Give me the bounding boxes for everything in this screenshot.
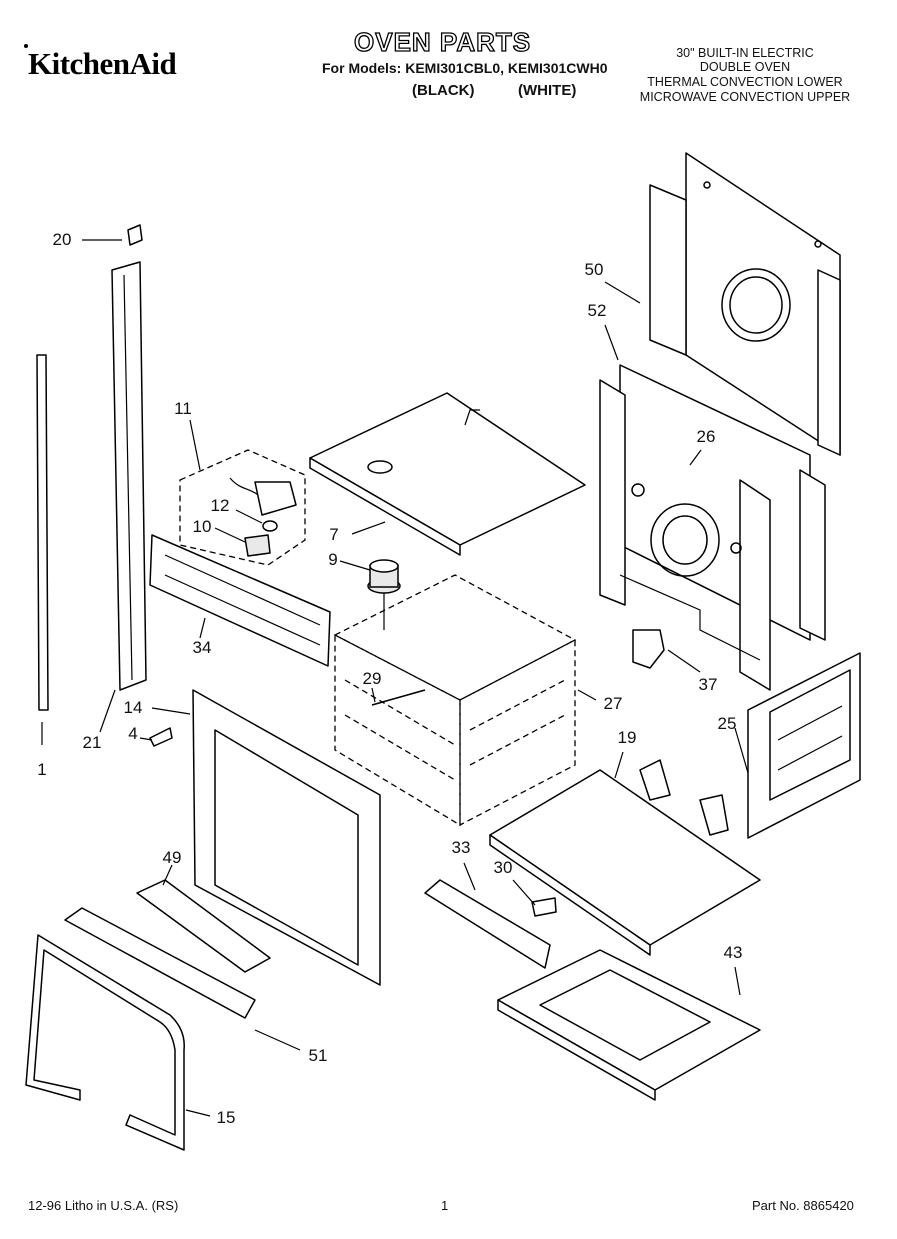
callout-26: 26 — [696, 427, 716, 446]
part-52-26-convection-panel — [599, 364, 826, 691]
part-4-screw — [149, 727, 173, 747]
page-title: OVEN PARTS — [353, 26, 532, 57]
callout-9: 9 — [328, 550, 338, 569]
black-label: (BLACK) — [412, 82, 475, 99]
brand-logo: KitchenAid — [28, 46, 177, 81]
callout-37: 37 — [698, 675, 718, 694]
part-37-bracket — [632, 629, 665, 669]
part-19-bottom-panel — [489, 759, 761, 956]
part-33-bracket — [424, 879, 551, 969]
callout-14: 14 — [123, 698, 143, 717]
callout-33: 33 — [451, 838, 471, 857]
part-9-fan-motor — [367, 559, 401, 630]
part-30-clip — [531, 897, 557, 917]
part-25-side-panel — [747, 652, 861, 839]
footer-page-number: 1 — [441, 1198, 449, 1213]
description-line-2: DOUBLE OVEN — [699, 60, 791, 74]
models-line: For Models: KEMI301CBL0, KEMI301CWH0 — [322, 60, 608, 76]
part-34-control-panel — [149, 534, 331, 667]
part-49-duct — [136, 879, 271, 973]
part-43-drip-tray — [497, 949, 761, 1101]
part-7-top-panel — [309, 392, 586, 556]
callout-15: 15 — [216, 1108, 236, 1127]
callout-50: 50 — [584, 260, 604, 279]
callout-34: 34 — [192, 638, 212, 657]
description-line-1: 30" BUILT-IN ELECTRIC — [676, 46, 814, 60]
part-15-door-gasket — [25, 934, 185, 1151]
callout-30: 30 — [493, 858, 513, 877]
part-1-trim-strip — [36, 354, 49, 711]
description-line-4: MICROWAVE CONVECTION UPPER — [639, 90, 851, 104]
callout-1: 1 — [37, 760, 47, 779]
description-line-3: THERMAL CONVECTION LOWER — [647, 75, 843, 89]
callout-49: 49 — [162, 848, 182, 867]
part-27-oven-cavity — [333, 574, 577, 827]
callout-11: 11 — [174, 399, 192, 418]
callout-25: 25 — [717, 714, 737, 733]
product-description: 30" BUILT-IN ELECTRIC DOUBLE OVEN THERMA… — [604, 46, 886, 110]
callout-12: 12 — [210, 496, 230, 515]
callout-7: 7 — [329, 525, 339, 544]
part-11-sensor-group — [179, 449, 306, 566]
callout-29: 29 — [362, 669, 382, 688]
callout-51: 51 — [308, 1046, 328, 1065]
footer-part-number: Part No. 8865420 — [752, 1198, 854, 1213]
part-51-vent-trim — [64, 907, 256, 1019]
part-29-rod — [371, 689, 426, 706]
callout-19: 19 — [617, 728, 637, 747]
callout-43: 43 — [723, 943, 743, 962]
callout-4: 4 — [128, 724, 138, 743]
white-label: (WHITE) — [518, 82, 577, 99]
part-50-rear-panel — [649, 152, 841, 456]
callout-27: 27 — [603, 694, 623, 713]
callout-10: 10 — [192, 517, 212, 536]
part-14-front-frame — [192, 689, 381, 986]
callout-21: 21 — [82, 733, 102, 752]
brand-mark-dot — [24, 44, 28, 48]
part-20-cap — [127, 224, 143, 246]
callout-20: 20 — [52, 230, 72, 249]
callout-leaders — [41, 239, 749, 1117]
callout-52: 52 — [587, 301, 607, 320]
footer-print-info: 12-96 Litho in U.S.A. (RS) — [28, 1198, 179, 1213]
part-21-side-trim — [111, 261, 147, 691]
